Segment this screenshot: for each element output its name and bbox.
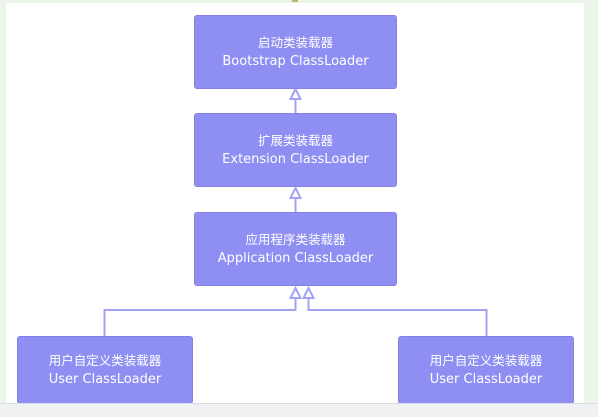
application-classloader-node: 应用程序类装载器 Application ClassLoader bbox=[194, 212, 397, 286]
node-label-cn: 启动类装载器 bbox=[257, 35, 333, 50]
node-label-en: User ClassLoader bbox=[429, 372, 543, 387]
node-label-en: Bootstrap ClassLoader bbox=[222, 54, 369, 69]
node-label-en: Extension ClassLoader bbox=[222, 152, 369, 167]
top-marker bbox=[292, 0, 298, 2]
edge-user-right-to-application bbox=[307, 296, 488, 336]
node-label-cn: 用户自定义类装载器 bbox=[429, 353, 543, 368]
user-classloader-node-left: 用户自定义类装载器 User ClassLoader bbox=[17, 336, 193, 404]
node-label-cn: 扩展类装载器 bbox=[257, 133, 333, 148]
edge-user-left-to-application bbox=[103, 296, 297, 336]
extension-classloader-node: 扩展类装载器 Extension ClassLoader bbox=[194, 113, 397, 187]
arrowhead-bootstrap bbox=[288, 86, 303, 100]
node-label-en: User ClassLoader bbox=[48, 372, 162, 387]
arrowhead-application-right bbox=[301, 285, 316, 299]
user-classloader-node-right: 用户自定义类装载器 User ClassLoader bbox=[398, 336, 574, 404]
bottom-scrollbar-area bbox=[0, 403, 598, 417]
node-label-cn: 应用程序类装载器 bbox=[245, 232, 346, 247]
arrowhead-extension bbox=[288, 185, 303, 199]
arrowhead-application-left bbox=[288, 285, 303, 299]
bootstrap-classloader-node: 启动类装载器 Bootstrap ClassLoader bbox=[194, 15, 397, 89]
node-label-cn: 用户自定义类装载器 bbox=[48, 353, 162, 368]
node-label-en: Application ClassLoader bbox=[217, 251, 374, 266]
